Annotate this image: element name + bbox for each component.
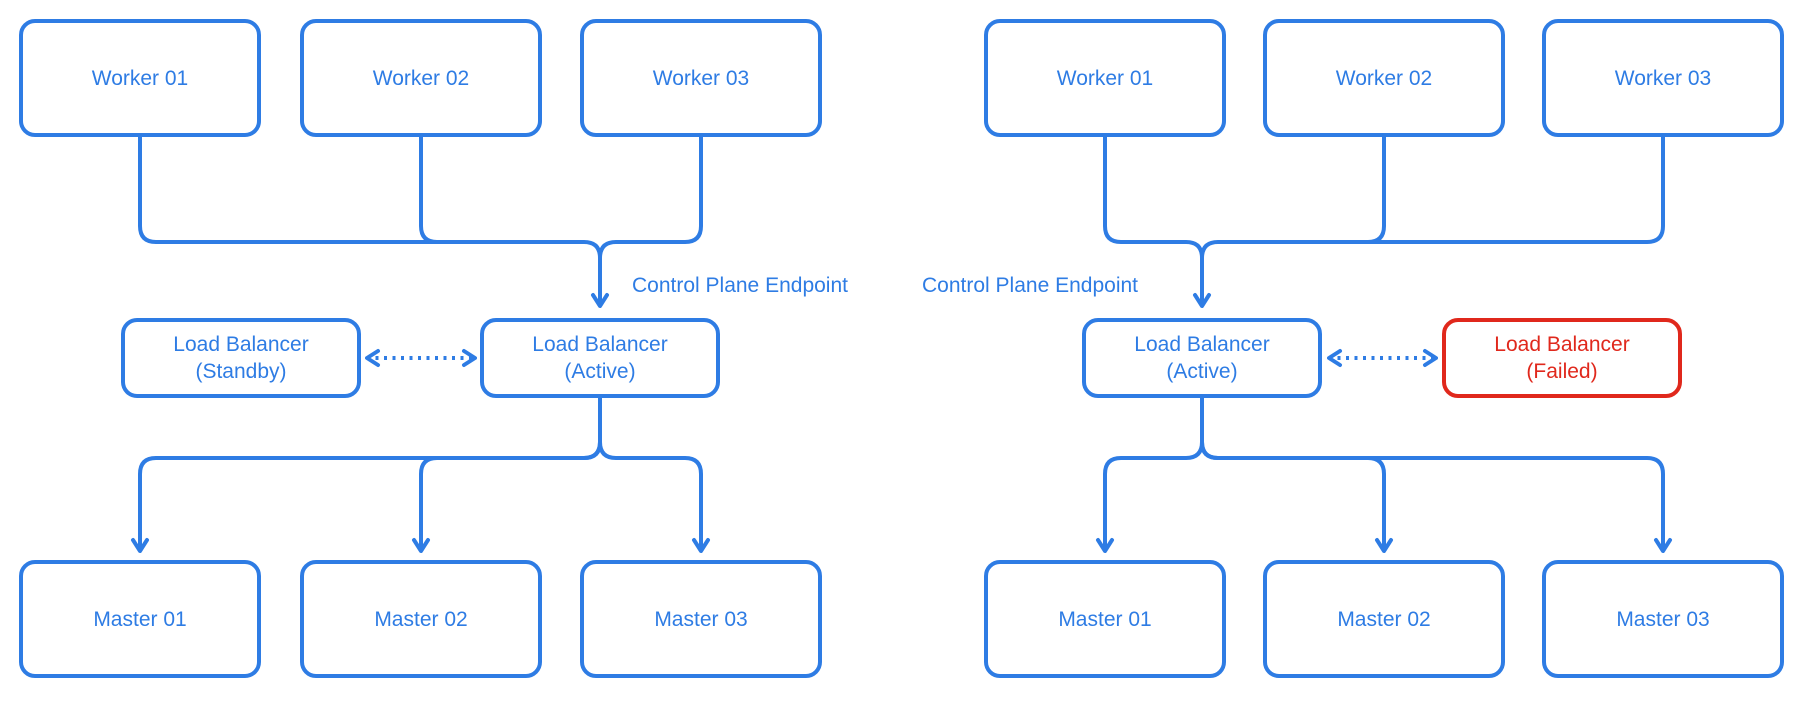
node-label: Master 02: [1337, 607, 1431, 631]
right-master-01-node: Master 01: [984, 560, 1226, 678]
node-label-line2: (Active): [1166, 360, 1238, 383]
node-label-line1: Load Balancer: [1134, 333, 1270, 356]
node-label-line2: (Failed): [1526, 360, 1598, 383]
node-label: Worker 02: [372, 66, 470, 90]
left-worker-03-node: Worker 03: [580, 19, 822, 137]
node-label: Worker 03: [1614, 66, 1712, 90]
node-label: Master 02: [374, 607, 468, 631]
node-label: Master 03: [654, 607, 748, 631]
left-master-01-node: Master 01: [19, 560, 261, 678]
edge-left-lb-to-master1: [131, 398, 602, 553]
node-label-line1: Load Balancer: [173, 333, 309, 356]
right-master-03-node: Master 03: [1542, 560, 1784, 678]
right-worker-01-node: Worker 01: [984, 19, 1226, 137]
right-worker-03-node: Worker 03: [1542, 19, 1784, 137]
edge-left-worker1-to-endpoint: [138, 137, 609, 308]
node-label-line2: (Active): [564, 360, 636, 383]
node-label: Worker 03: [652, 66, 750, 90]
edge-right-lb-to-master1: [1096, 398, 1204, 553]
left-master-02-node: Master 02: [300, 560, 542, 678]
edge-left-lb-to-master2: [412, 398, 602, 553]
left-lb-standby-node: Load Balancer (Standby): [121, 318, 361, 398]
edge-left-worker2-to-endpoint: [419, 137, 584, 244]
left-master-03-node: Master 03: [580, 560, 822, 678]
edge-right-worker3-to-endpoint: [1218, 137, 1665, 244]
right-lb-failed-node: Load Balancer (Failed): [1442, 318, 1682, 398]
right-control-plane-endpoint-label: Control Plane Endpoint: [922, 274, 1138, 297]
node-label: Master 03: [1616, 607, 1710, 631]
node-label-line2: (Standby): [195, 360, 287, 383]
node-label: Master 01: [1058, 607, 1152, 631]
right-worker-02-node: Worker 02: [1263, 19, 1505, 137]
edge-left-worker3-to-endpoint: [598, 137, 703, 259]
node-label-line1: Load Balancer: [1494, 333, 1630, 356]
left-control-plane-endpoint-label: Control Plane Endpoint: [632, 274, 848, 297]
node-label: Worker 02: [1335, 66, 1433, 90]
node-label-line1: Load Balancer: [532, 333, 668, 356]
edge-right-lb-to-master2: [1200, 398, 1393, 553]
node-label: Worker 01: [91, 66, 189, 90]
edge-right-worker2-to-endpoint: [1200, 137, 1386, 259]
left-worker-02-node: Worker 02: [300, 19, 542, 137]
left-worker-01-node: Worker 01: [19, 19, 261, 137]
node-label: Master 01: [93, 607, 187, 631]
right-master-02-node: Master 02: [1263, 560, 1505, 678]
right-lb-active-node: Load Balancer (Active): [1082, 318, 1322, 398]
left-lb-active-node: Load Balancer (Active): [480, 318, 720, 398]
node-label: Worker 01: [1056, 66, 1154, 90]
edge-right-lb-to-master3: [1200, 398, 1672, 553]
edge-left-lb-to-master3: [598, 398, 710, 553]
